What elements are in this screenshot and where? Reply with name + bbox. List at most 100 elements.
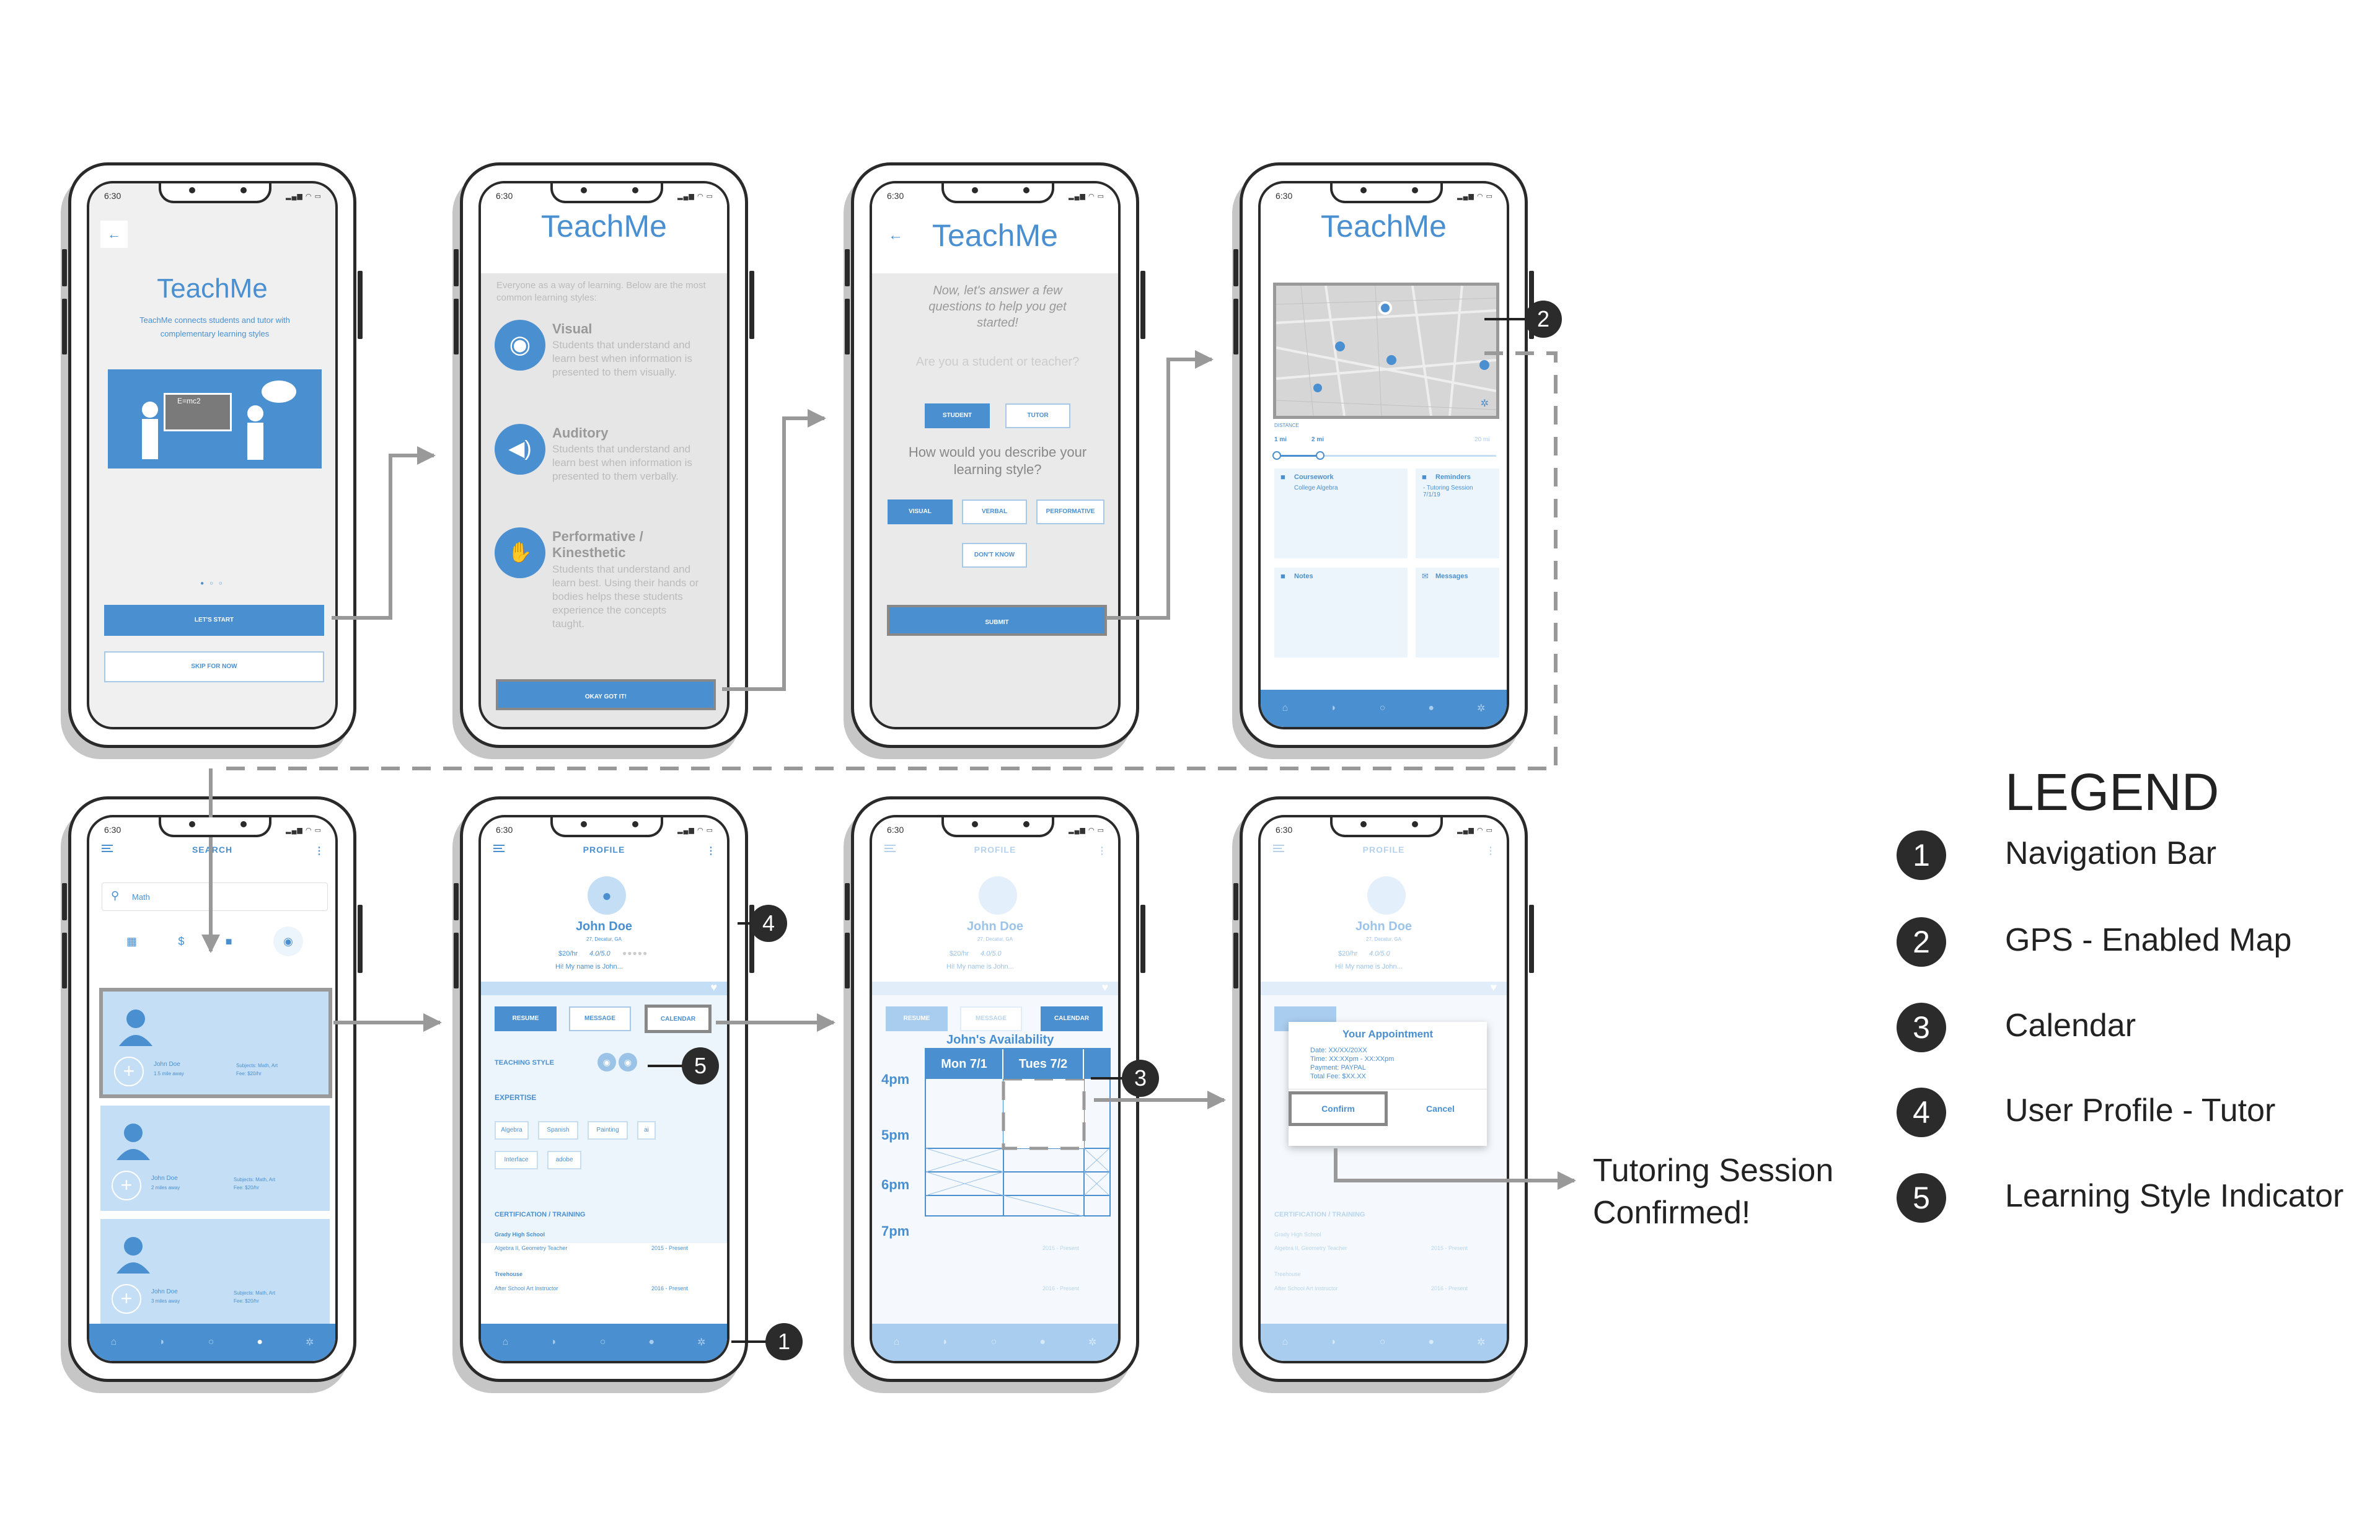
bell-icon[interactable]: ◗ — [159, 1337, 165, 1347]
search-icon[interactable]: ○ — [1379, 703, 1386, 713]
profile-screen: 6:30 ▂▄▆ ◠ ▭ PROFILE ⋮ ● John Doe 27, De… — [478, 815, 729, 1363]
search-icon[interactable]: ○ — [1379, 1337, 1386, 1347]
grid-filter-icon[interactable]: ▦ — [126, 935, 138, 948]
confirm-button[interactable]: Confirm — [1289, 1091, 1388, 1126]
search-input[interactable]: ⚲ Math — [102, 882, 328, 911]
bell-icon[interactable]: ◗ — [942, 1337, 948, 1347]
tab-resume[interactable]: RESUME — [495, 1006, 557, 1031]
tab-resume[interactable]: RESUME — [886, 1006, 948, 1031]
tab-calendar[interactable]: CALENDAR — [1041, 1006, 1103, 1031]
gear-icon[interactable]: ✲ — [306, 1337, 314, 1348]
messages-card[interactable]: ✉ Messages — [1416, 568, 1499, 658]
bell-icon[interactable]: ◗ — [1331, 703, 1337, 713]
skip-button[interactable]: SKIP FOR NOW — [104, 651, 324, 682]
more-icon[interactable]: ⋮ — [1486, 846, 1496, 856]
home-icon[interactable]: ⌂ — [502, 1337, 509, 1347]
user-icon[interactable]: ● — [648, 1337, 655, 1347]
availability-grid[interactable]: Mon 7/1 Tues 7/2 — [925, 1048, 1111, 1217]
app-title: TeachMe — [541, 209, 667, 244]
welcome-screen: 6:30 ▂▄▆ ◠ ▭ ← TeachMe TeachMe connects … — [87, 181, 338, 729]
verbal-button[interactable]: VERBAL — [962, 499, 1027, 524]
expertise-tag: Spanish — [538, 1121, 578, 1140]
tutor-button[interactable]: TUTOR — [1005, 403, 1070, 428]
result-card[interactable]: + John Doe 3 miles away Subjects: Math, … — [100, 1219, 330, 1324]
callout-1: 1 — [765, 1323, 803, 1360]
style-kinesthetic-name: Performative / Kinesthetic — [552, 529, 643, 560]
price-filter-icon[interactable]: $ — [178, 935, 185, 948]
map-pin-icon[interactable] — [1335, 341, 1345, 351]
user-icon[interactable]: ● — [1428, 703, 1435, 713]
more-icon[interactable]: ⋮ — [314, 846, 324, 856]
map-settings-icon[interactable]: ✲ — [1480, 398, 1489, 409]
legend-num: 5 — [1897, 1173, 1946, 1223]
status-time: 6:30 — [1276, 825, 1293, 835]
more-icon[interactable]: ⋮ — [1097, 846, 1107, 856]
location-filter-icon[interactable]: ◉ — [273, 926, 303, 956]
user-icon[interactable]: ● — [1428, 1337, 1435, 1347]
search-icon[interactable]: ○ — [208, 1337, 214, 1347]
menu-icon[interactable] — [884, 845, 896, 852]
tab-message[interactable]: MESSAGE — [960, 1006, 1022, 1031]
map-pin-icon[interactable] — [1386, 355, 1396, 365]
add-icon[interactable]: + — [112, 1284, 141, 1314]
cancel-button[interactable]: Cancel — [1426, 1104, 1455, 1114]
submit-button[interactable]: SUBMIT — [887, 605, 1107, 636]
map-pin-icon[interactable] — [1313, 384, 1322, 392]
tab-calendar[interactable]: CALENDAR — [645, 1005, 712, 1033]
search-icon[interactable]: ○ — [990, 1337, 997, 1347]
okay-got-it-button[interactable]: OKAY GOT IT! — [496, 679, 716, 710]
add-icon[interactable]: + — [112, 1171, 141, 1200]
map-pin-icon[interactable] — [1378, 301, 1392, 315]
favorite-icon[interactable]: ♥ — [1101, 981, 1108, 993]
home-icon[interactable]: ⌂ — [893, 1337, 900, 1347]
bell-icon[interactable]: ◗ — [551, 1337, 557, 1347]
favorite-icon[interactable]: ♥ — [1490, 981, 1497, 993]
student-button[interactable]: STUDENT — [925, 403, 990, 428]
lets-start-button[interactable]: LET'S START — [104, 605, 324, 636]
dont-know-button[interactable]: DON'T KNOW — [962, 543, 1027, 568]
more-icon[interactable]: ⋮ — [706, 846, 716, 856]
back-arrow-icon[interactable]: ← — [888, 227, 903, 244]
home-icon[interactable]: ⌂ — [1282, 1337, 1289, 1347]
search-icon[interactable]: ○ — [599, 1337, 606, 1347]
back-button[interactable]: ← — [100, 221, 128, 248]
slider-max-label: 20 mi — [1474, 436, 1490, 443]
home-icon[interactable]: ⌂ — [1282, 703, 1289, 713]
nav-bar: ⌂ ◗ ○ ● ✲ — [89, 1324, 335, 1361]
user-icon[interactable]: ● — [257, 1337, 263, 1347]
result-card[interactable]: + John Doe 1.5 mile away Subjects: Math,… — [99, 988, 332, 1098]
distance-slider[interactable] — [1272, 451, 1496, 460]
learning-style-indicator: ◉ — [597, 1053, 616, 1071]
cert-dates: 2016 - Present — [1042, 1285, 1080, 1291]
home-icon[interactable]: ⌂ — [110, 1337, 117, 1347]
user-icon[interactable]: ● — [1039, 1337, 1046, 1347]
nav-bar: ⌂ ◗ ○ ● ✲ — [481, 1324, 727, 1361]
menu-icon[interactable] — [102, 845, 113, 852]
gear-icon[interactable]: ✲ — [1477, 1337, 1486, 1348]
menu-icon[interactable] — [1273, 845, 1284, 852]
favorite-icon[interactable]: ♥ — [710, 981, 717, 993]
questions-screen: 6:30 ▂▄▆ ◠ ▭ ← TeachMe Now, let's answer… — [870, 181, 1121, 729]
add-icon[interactable]: + — [114, 1057, 144, 1086]
cert-dates: 2016 - Present — [1431, 1285, 1468, 1291]
gear-icon[interactable]: ✲ — [1088, 1337, 1097, 1348]
signal-icon: ▂▄▆ ◠ ▭ — [1457, 193, 1493, 200]
bell-icon[interactable]: ◗ — [1331, 1337, 1337, 1347]
gps-map[interactable]: ✲ — [1273, 283, 1499, 419]
video-filter-icon[interactable]: ■ — [225, 935, 232, 948]
notes-card[interactable]: ■ Notes — [1274, 568, 1408, 658]
signal-icon: ▂▄▆ ◠ ▭ — [1069, 827, 1104, 834]
result-card[interactable]: + John Doe 2 miles away Subjects: Math, … — [100, 1106, 330, 1211]
map-pin-icon[interactable] — [1479, 360, 1489, 370]
gear-icon[interactable]: ✲ — [697, 1337, 706, 1348]
visual-button[interactable]: VISUAL — [888, 499, 953, 524]
status-time: 6:30 — [1276, 191, 1293, 201]
legend-label: Calendar — [2005, 1008, 2136, 1044]
coursework-card[interactable]: Coursework ■ College Algebra — [1274, 469, 1408, 558]
gear-icon[interactable]: ✲ — [1477, 703, 1486, 714]
tab-message[interactable]: MESSAGE — [569, 1006, 631, 1031]
teaching-style-title: TEACHING STYLE — [495, 1059, 554, 1067]
reminders-card[interactable]: ■ Reminders - Tutoring Session 7/1/19 — [1416, 469, 1499, 558]
menu-icon[interactable] — [493, 845, 505, 852]
performative-button[interactable]: PERFORMATIVE — [1036, 499, 1104, 524]
